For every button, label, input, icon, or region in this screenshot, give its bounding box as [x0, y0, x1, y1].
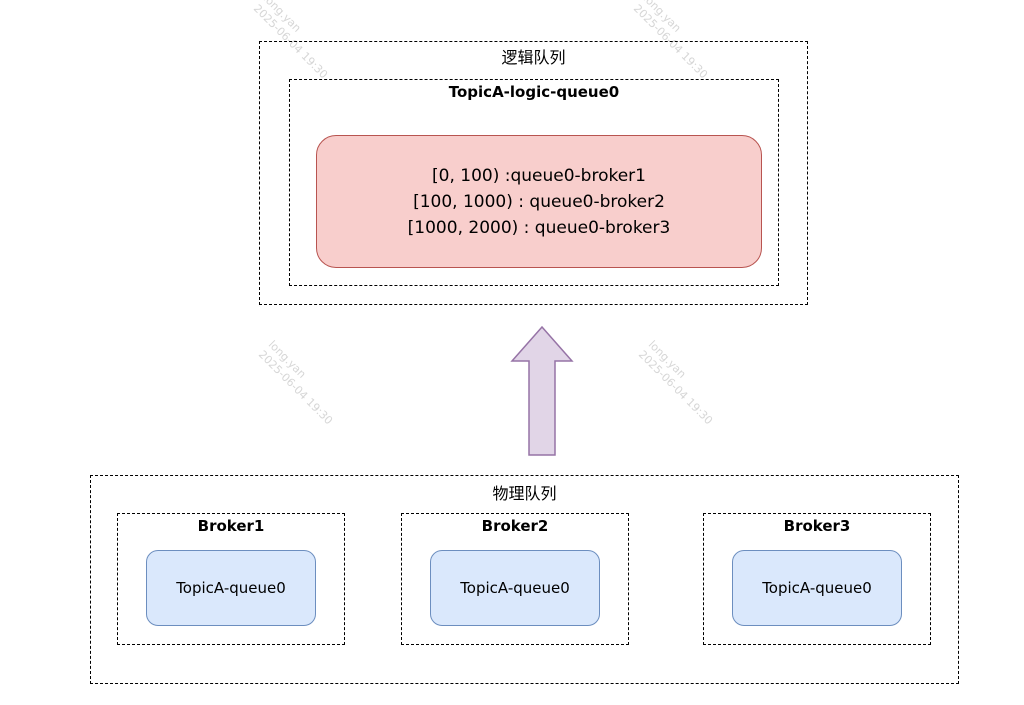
range-mapping-box: [0, 100) :queue0-broker1 [100, 1000) : q…	[316, 135, 762, 268]
physical-queue-label: 物理队列	[492, 484, 557, 503]
logical-queue-label: 逻辑队列	[501, 48, 566, 67]
physical-queue-container	[90, 475, 959, 684]
topic-queue-box: TopicA-queue0	[430, 550, 600, 626]
broker-label: Broker2	[481, 517, 549, 535]
broker-label: Broker1	[197, 517, 265, 535]
broker-container	[401, 513, 629, 645]
broker-container	[703, 513, 931, 645]
broker-container	[117, 513, 345, 645]
topic-queue-box: TopicA-queue0	[146, 550, 316, 626]
topic-logic-queue-container	[289, 79, 779, 286]
range-line-2: [100, 1000) : queue0-broker2	[413, 191, 665, 212]
broker-label: Broker3	[783, 517, 851, 535]
range-line-1: [0, 100) :queue0-broker1	[432, 165, 646, 186]
logical-queue-container	[259, 41, 808, 305]
topic-logic-queue-label: TopicA-logic-queue0	[448, 83, 620, 101]
range-line-3: [1000, 2000) : queue0-broker3	[407, 217, 671, 238]
topic-queue-box: TopicA-queue0	[732, 550, 902, 626]
